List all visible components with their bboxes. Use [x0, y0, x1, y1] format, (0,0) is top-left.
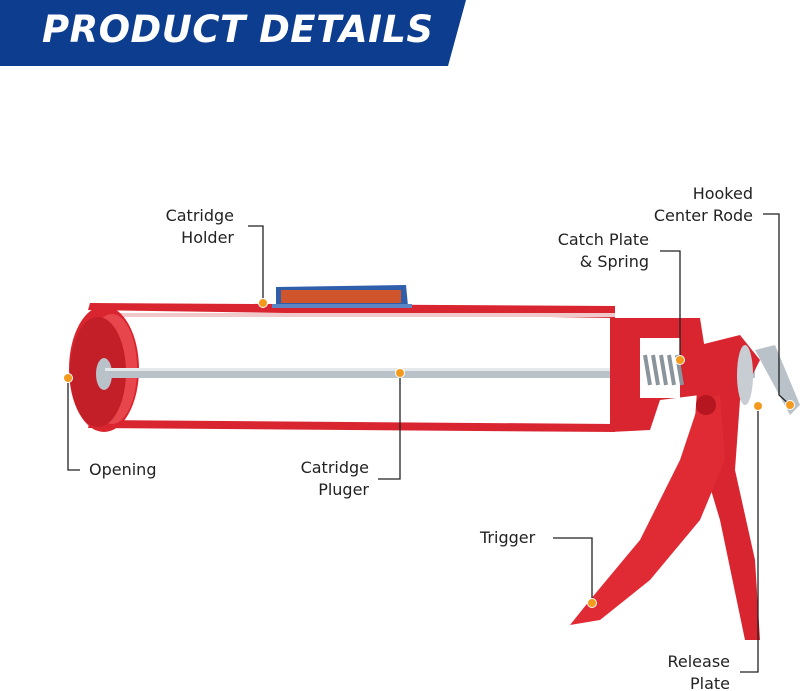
gun-body: [570, 318, 800, 640]
label-line: Holder: [181, 228, 234, 247]
cartridge-frame: [88, 303, 615, 432]
label-line: Release: [667, 652, 730, 671]
banner-title: PRODUCT DETAILS: [42, 8, 434, 51]
plunger-rod: [105, 368, 755, 378]
callout-dot: [63, 373, 73, 383]
label-cartridge-plunger: Catridge Pluger: [301, 457, 369, 501]
label-line: Plate: [689, 674, 730, 691]
title-banner: [0, 0, 466, 66]
label-line: Catridge: [165, 206, 234, 225]
label-opening: Opening: [89, 460, 157, 479]
callout-dot: [258, 298, 268, 308]
callout-dot: [753, 401, 763, 411]
label-hooked-center-rod: Hooked Center Rode: [654, 183, 753, 227]
opening-end-cap: [69, 306, 139, 432]
label-catch-plate-spring: Catch Plate & Spring: [558, 229, 649, 273]
label-line: Catch Plate: [557, 230, 649, 249]
callout-dot: [675, 355, 685, 365]
label-release-plate: Release Plate: [667, 651, 730, 691]
label-line: Catridge: [300, 458, 369, 477]
label-cartridge-holder: Catridge Holder: [166, 205, 234, 249]
label-line: Pluger: [318, 480, 369, 499]
callout-dot: [587, 598, 597, 608]
leader-lines: [67, 213, 791, 673]
callout-dot: [395, 368, 405, 378]
callout-dot: [785, 400, 795, 410]
label-trigger: Trigger: [480, 528, 536, 547]
label-line: & Spring: [579, 252, 649, 271]
cartridge-label-tag: [272, 285, 412, 308]
label-line: Hooked: [692, 184, 753, 203]
label-line: Center Rode: [653, 206, 753, 225]
